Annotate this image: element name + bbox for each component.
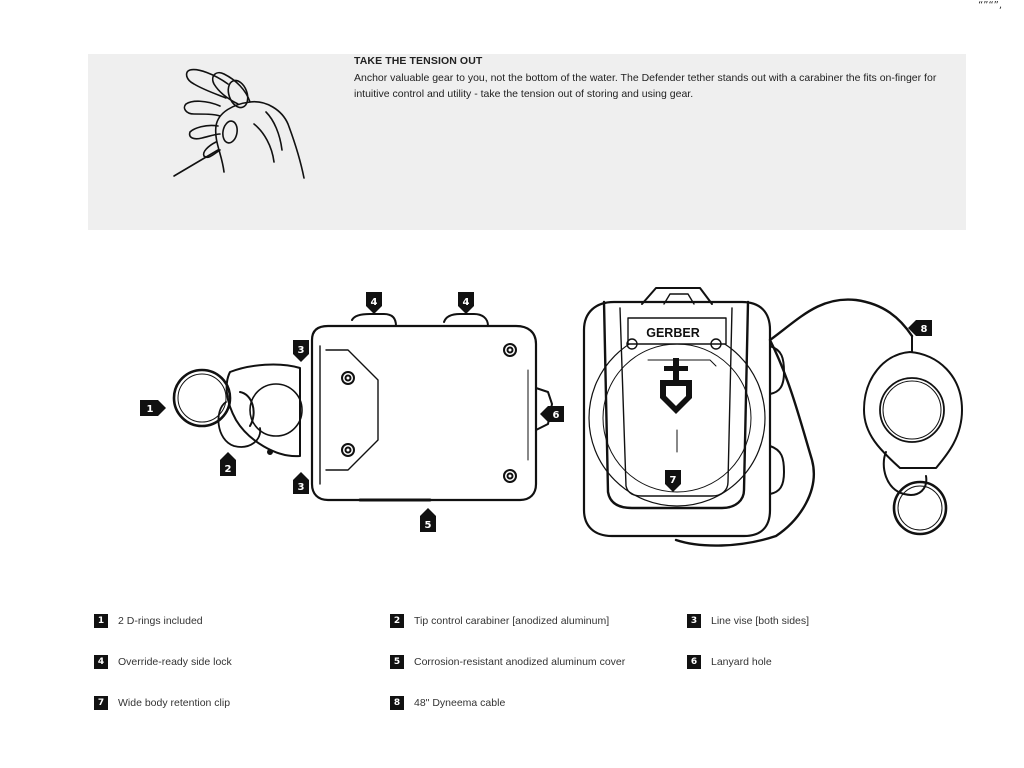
back-view [582, 287, 914, 547]
front-view [172, 313, 553, 502]
legend-badge: 5 [390, 655, 404, 669]
legend-badge: 6 [687, 655, 701, 669]
callout-8: 8 [908, 320, 932, 336]
product-diagram: GERBER 1 2 3 3 4 4 5 6 7 [140, 287, 963, 547]
legend-label: Line vise [both sides] [711, 615, 810, 627]
carabiner-loop [225, 363, 301, 458]
legend-item-2: 2 Tip control carabiner [anodized alumin… [390, 614, 609, 628]
lanyard-carabiner [863, 351, 963, 469]
feature-title: TAKE THE TENSION OUT [354, 55, 483, 67]
hand-illustration [173, 68, 305, 179]
callout-5: 5 [420, 508, 436, 532]
gerber-sword-icon [660, 358, 692, 414]
legend-badge: 7 [94, 696, 108, 710]
legend-item-7: 7 Wide body retention clip [94, 696, 230, 710]
svg-text:4: 4 [463, 297, 470, 308]
svg-text:3: 3 [298, 345, 305, 356]
legend-item-1: 1 2 D-rings included [94, 614, 203, 628]
svg-text:8: 8 [921, 324, 928, 335]
legend-label: Lanyard hole [711, 656, 772, 668]
lanyard-end [863, 335, 963, 536]
d-ring [172, 368, 232, 428]
callout-7: 7 [665, 470, 681, 492]
body-shell [310, 324, 538, 502]
callout-3-bottom: 3 [293, 472, 309, 494]
svg-text:3: 3 [298, 482, 305, 493]
dyneema-cable [674, 298, 914, 547]
legend-label: Override-ready side lock [118, 656, 232, 668]
feature-panel: TAKE THE TENSION OUT Anchor valuable gea… [88, 54, 966, 230]
legend-badge: 2 [390, 614, 404, 628]
feature-body: Anchor valuable gear to you, not the bot… [354, 72, 937, 100]
legend-badge: 3 [687, 614, 701, 628]
legend-label: Wide body retention clip [118, 697, 231, 709]
brand-logo-text: GERBER [646, 326, 699, 340]
svg-text:6: 6 [553, 410, 560, 421]
svg-text:4: 4 [371, 297, 378, 308]
legend-badge: 1 [94, 614, 108, 628]
retention-clip [602, 300, 750, 510]
svg-text:5: 5 [425, 520, 432, 531]
legend-item-5: 5 Corrosion-resistant anodized aluminum … [390, 655, 625, 669]
legend-label: 48" Dyneema cable [414, 697, 506, 709]
legend-label: Tip control carabiner [anodized aluminum… [414, 615, 610, 627]
callout-1: 1 [140, 400, 166, 416]
callout-3-top: 3 [293, 340, 309, 362]
svg-text:7: 7 [670, 475, 677, 486]
legend-item-8: 8 48" Dyneema cable [390, 696, 505, 710]
corner-mark: “”“”, [978, 0, 1002, 11]
svg-text:1: 1 [147, 404, 154, 415]
legend-badge: 4 [94, 655, 108, 669]
legend-badge: 8 [390, 696, 404, 710]
lanyard-d-ring [892, 480, 948, 536]
callout-4-left: 4 [366, 292, 382, 314]
legend-label: Corrosion-resistant anodized aluminum co… [414, 656, 626, 668]
carabiner-gate [217, 401, 262, 448]
callout-4-right: 4 [458, 292, 474, 314]
callout-6: 6 [540, 406, 564, 422]
legend-item-6: 6 Lanyard hole [687, 655, 772, 669]
legend-label: 2 D-rings included [118, 615, 203, 627]
legend-item-4: 4 Override-ready side lock [94, 655, 232, 669]
svg-text:2: 2 [225, 464, 232, 475]
callout-2: 2 [220, 452, 236, 476]
legend-item-3: 3 Line vise [both sides] [687, 614, 809, 628]
